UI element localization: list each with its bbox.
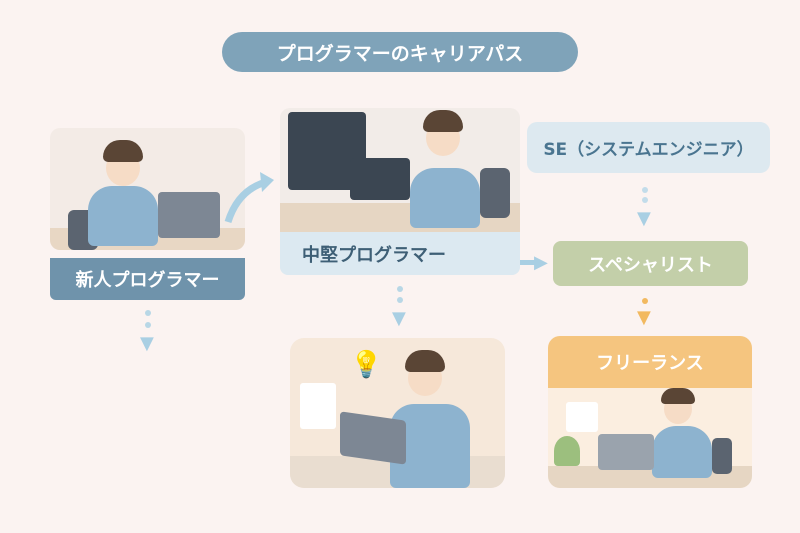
junior-illustration	[50, 128, 245, 250]
dot	[642, 298, 648, 304]
stage-se: SE（システムエンジニア）	[527, 122, 770, 173]
dot	[145, 322, 151, 328]
dot	[145, 310, 151, 316]
stage-junior: 新人プログラマー	[50, 258, 245, 300]
freelance-card: フリーランス	[548, 336, 752, 488]
dot	[642, 197, 648, 203]
dot	[642, 187, 648, 193]
freelance-illustration	[548, 388, 752, 488]
stage-mid: 中堅プログラマー	[280, 232, 520, 275]
idea-illustration: 💡	[290, 338, 505, 488]
dot	[397, 297, 403, 303]
arrow-down-icon: ▼	[637, 307, 651, 328]
arrow-mid-to-specialist	[520, 260, 538, 265]
dot	[397, 286, 403, 292]
arrow-down-icon: ▼	[140, 333, 154, 354]
stage-freelance: フリーランス	[548, 336, 752, 388]
stage-specialist: スペシャリスト	[553, 241, 748, 286]
arrow-down-icon: ▼	[637, 208, 651, 229]
page-title: プログラマーのキャリアパス	[222, 32, 578, 72]
lightbulb-icon: 💡	[350, 350, 383, 380]
mid-illustration	[280, 108, 520, 232]
arrow-right-icon: ▶	[534, 252, 548, 273]
arrow-junior-to-mid	[224, 172, 274, 224]
arrow-down-icon: ▼	[392, 308, 406, 329]
plant-icon	[554, 436, 580, 466]
